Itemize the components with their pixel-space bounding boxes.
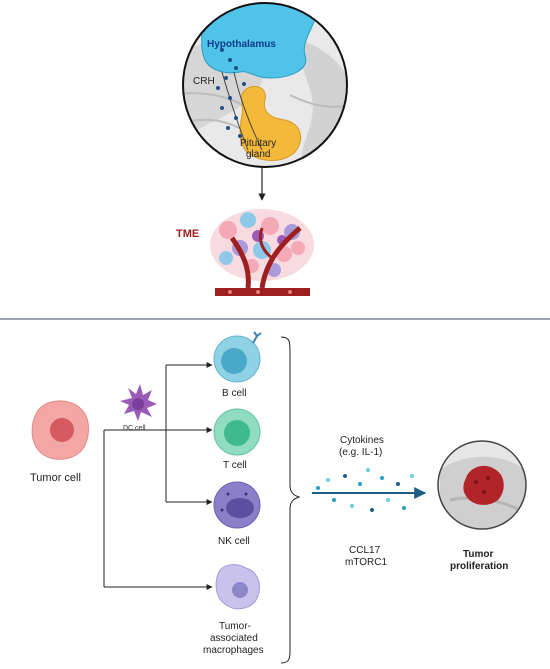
tme-illustration: [210, 209, 314, 296]
hypothalamus-label: Hypothalamus: [207, 39, 276, 50]
dc-cell-label: DC cell: [123, 425, 146, 432]
crh-dots: [216, 48, 246, 138]
cytokines-label-line2: (e.g. IL-1): [339, 447, 383, 458]
b-cell: [213, 331, 262, 383]
pituitary-label-line2: gland: [246, 149, 271, 160]
nk-cell: [213, 481, 261, 529]
dc-cell: [120, 384, 157, 421]
t-cell-label: T cell: [223, 460, 247, 471]
tme-label: TME: [176, 228, 200, 240]
crh-label: CRH: [193, 76, 215, 87]
macrophage-cell: [215, 564, 260, 610]
cytokine-particles: [316, 468, 414, 512]
tam-label-line2: associated: [210, 633, 258, 644]
tumor-proliferation-illustration: [437, 440, 527, 530]
ccl17-label: CCL17: [349, 545, 381, 556]
pituitary-label-line1: Pituitary: [240, 138, 277, 149]
mtorc1-label: mTORC1: [345, 557, 388, 568]
cytokines-label-line1: Cytokines: [340, 435, 384, 446]
outcome-label-line2: proliferation: [450, 561, 509, 572]
connector-lines: [103, 362, 213, 590]
tam-label-line3: macrophages: [203, 645, 264, 656]
t-cell: [213, 408, 261, 456]
outcome-label-line1: Tumor: [463, 549, 494, 560]
b-cell-label: B cell: [222, 388, 247, 399]
tumor-cell-label: Tumor cell: [30, 472, 81, 484]
group-bracket: [280, 336, 301, 664]
nk-cell-label: NK cell: [218, 536, 250, 547]
tumor-cell: [31, 400, 89, 460]
tam-label-line1: Tumor-: [219, 621, 251, 632]
pituitary-shape: [239, 85, 302, 161]
